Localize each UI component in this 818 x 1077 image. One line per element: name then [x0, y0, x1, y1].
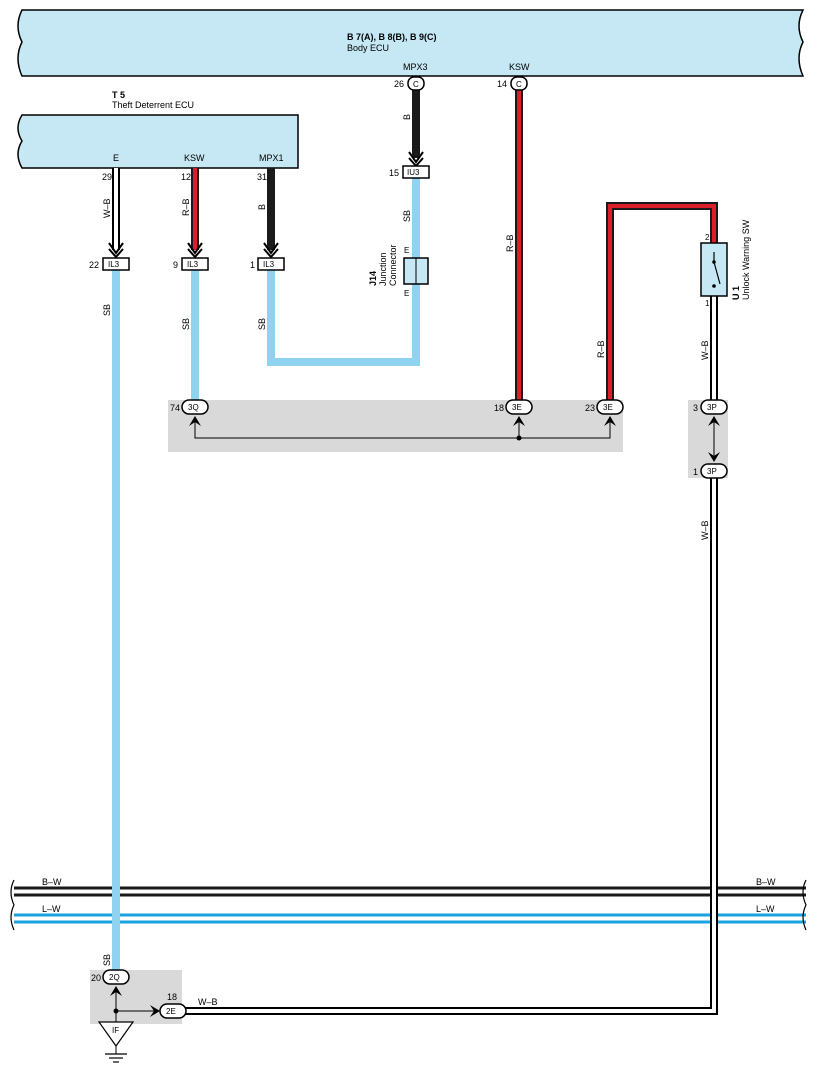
pin-numbers: 26 14 29 12 31 15 22 9 1 74 18 23 3 1 20…: [89, 79, 698, 1002]
body-c1-label: C: [413, 80, 419, 89]
body-ecu: B 7(A), B 8(B), B 9(C) Body ECU: [17, 9, 805, 77]
wires-sb: [112, 178, 420, 970]
ground-symbol: IF: [97, 1021, 135, 1063]
il3-b-label: IL3: [187, 260, 199, 269]
bus-lw-label-right: L–W: [756, 904, 775, 914]
wire-rb-t5ksw: [187, 168, 203, 259]
pin-3q-74: 74: [170, 403, 180, 413]
wire-label-wb-t5e: W–B: [102, 198, 112, 218]
wire-label-sb-il3b: SB: [181, 318, 191, 330]
u1-pin-bottom: 1: [705, 299, 710, 308]
body-terminal-ksw: KSW: [509, 62, 530, 72]
pin-2e-18: 18: [167, 992, 177, 1002]
j14-line1: Junction: [378, 252, 388, 286]
pin-2q-20: 20: [91, 973, 101, 983]
wire-label-rb-switch: R–B: [596, 340, 606, 358]
ground-label: IF: [112, 1026, 119, 1035]
arrow-3p-bottom: [708, 452, 720, 462]
wire-label-b-mpx3: B: [402, 114, 412, 120]
c3e-a-label: 3E: [512, 403, 522, 412]
box-connectors: IU3 IL3 IL3 IL3: [102, 165, 430, 271]
j14-pin-top: E: [404, 246, 409, 255]
t5-terminal-mpx1: MPX1: [259, 153, 284, 163]
pin-t5-29: 29: [102, 172, 112, 182]
junction-block-3q-3e: [168, 400, 623, 452]
pin-t5-31: 31: [257, 172, 267, 182]
arrow-3e-b: [604, 416, 616, 426]
junction-connector-j14: E E J14 Junction Connector: [368, 244, 429, 298]
bus-lw-label-left: L–W: [42, 904, 61, 914]
wire-black-mpx1: [263, 168, 279, 259]
u1-code: U 1: [731, 286, 741, 300]
t5-terminal-e: E: [113, 153, 119, 163]
arrow-3e-a: [513, 416, 525, 426]
oval-connectors: C C 3Q 3E 3E 3P 3P 2Q 2E: [102, 76, 728, 1019]
theft-ecu-name: Theft Deterrent ECU: [112, 100, 194, 110]
wire-label-wb-3p: W–B: [700, 520, 710, 540]
bus-lines: [10, 879, 807, 931]
j14-line2: Connector: [388, 244, 398, 286]
wire-label-rb-t5ksw: R–B: [181, 198, 191, 216]
arrow-3q: [189, 416, 201, 426]
wire-label-sb-2q: SB: [102, 954, 112, 966]
pin-il3-1: 1: [250, 260, 255, 270]
il3-a-label: IL3: [108, 260, 120, 269]
junction-3q-3e-wiring: [194, 420, 611, 439]
u1-pin-top: 2: [705, 233, 710, 242]
c3e-b-label: 3E: [603, 403, 613, 412]
wire-labels: W–B R–B B B SB R–B R–B W–B W–B SB SB SB …: [102, 114, 710, 1007]
theft-deterrent-ecu: T 5 Theft Deterrent ECU E KSW MPX1: [17, 90, 299, 169]
wire-label-wb-2e: W–B: [198, 997, 218, 1007]
pin-body-14: 14: [497, 79, 507, 89]
wire-label-sb-j14: SB: [402, 210, 412, 222]
arrow-2e: [150, 1005, 160, 1017]
u1-name: Unlock Warning SW: [741, 219, 751, 300]
wire-label-sb-il3c: SB: [257, 318, 267, 330]
wire-label-b-mpx1: B: [257, 204, 267, 210]
pin-t5-12: 12: [181, 172, 191, 182]
body-c2-label: C: [516, 80, 522, 89]
wire-wb-switch: [180, 296, 718, 1015]
pin-3p-1: 1: [693, 467, 698, 477]
bus-bw-label-right: B–W: [756, 877, 776, 887]
j14-code: J14: [368, 271, 378, 286]
arrow-3p-top: [708, 416, 720, 426]
pin-body-26: 26: [394, 79, 404, 89]
iu3-label: IU3: [407, 168, 420, 177]
arrow-2q: [110, 986, 122, 996]
theft-ecu-code: T 5: [112, 90, 125, 100]
unlock-warning-switch: 2 1 U 1 Unlock Warning SW: [700, 219, 751, 308]
pin-3p-3: 3: [693, 403, 698, 413]
wire-label-rb-body-ksw: R–B: [505, 234, 515, 252]
c2q-label: 2Q: [109, 973, 120, 982]
pin-iu3-15: 15: [389, 168, 399, 178]
c3q-label: 3Q: [188, 403, 199, 412]
wire-wb-t5e: [108, 168, 124, 259]
bus-bw-label-left: B–W: [42, 877, 62, 887]
j14-pin-bottom: E: [404, 289, 409, 298]
pin-il3-22: 22: [89, 260, 99, 270]
body-ecu-code: B 7(A), B 8(B), B 9(C): [347, 32, 437, 42]
wire-rb-switch: [606, 202, 718, 400]
il3-c-label: IL3: [263, 260, 275, 269]
wire-label-sb-left: SB: [102, 304, 112, 316]
pin-il3-9: 9: [173, 260, 178, 270]
c3p-b-label: 3P: [707, 467, 717, 476]
wire-label-wb-switch: W–B: [700, 340, 710, 360]
c3p-a-label: 3P: [707, 403, 717, 412]
junction-3e-dot: [516, 435, 522, 441]
junction-2q-dot: [113, 1008, 119, 1014]
c2e-label: 2E: [166, 1007, 176, 1016]
body-terminal-mpx3: MPX3: [403, 62, 428, 72]
pin-3e-23: 23: [585, 403, 595, 413]
wire-black-mpx3: [408, 90, 424, 168]
body-ecu-name: Body ECU: [347, 43, 389, 53]
t5-terminal-ksw: KSW: [184, 153, 205, 163]
pin-3e-18: 18: [494, 403, 504, 413]
